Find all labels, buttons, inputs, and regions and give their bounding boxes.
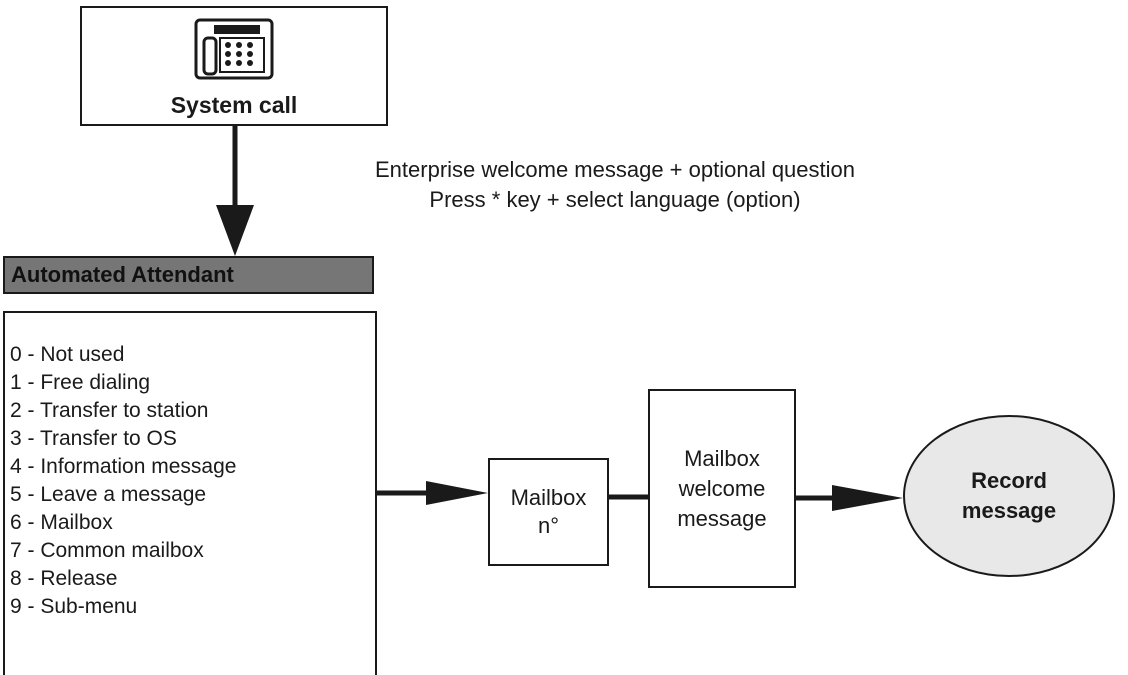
- mailbox-number-label-line: n°: [537, 513, 560, 538]
- welcome-to-record-arrowhead: [832, 485, 903, 511]
- record-message-node: Record message: [903, 415, 1115, 577]
- automated-attendant-menu-box: 0 - Not used 1 - Free dialing 2 - Transf…: [3, 311, 377, 675]
- system-call-label: System call: [170, 92, 298, 118]
- mailbox-welcome-label-line: message: [677, 505, 767, 531]
- mailbox-welcome-label-line: welcome: [678, 475, 766, 501]
- automated-attendant-options: 0 - Not used 1 - Free dialing 2 - Transf…: [10, 341, 236, 621]
- mailbox-welcome-label-line: Mailbox: [684, 445, 760, 471]
- attendant-option: 4 - Information message: [10, 455, 237, 478]
- system-call-to-attendant-arrowhead: [216, 205, 254, 256]
- attendant-to-mailbox-arrowhead: [426, 481, 488, 505]
- mailbox-number-box: Mailbox n°: [488, 458, 609, 566]
- mailbox-number-label-line: Mailbox: [510, 485, 587, 510]
- mailbox-welcome-message-box: Mailbox welcome message: [648, 389, 796, 588]
- welcome-message-line: Enterprise welcome message + optional qu…: [375, 157, 855, 182]
- record-message-label-line: message: [961, 498, 1057, 523]
- attendant-option: 1 - Free dialing: [10, 371, 151, 394]
- attendant-option: 2 - Transfer to station: [10, 399, 209, 422]
- attendant-option: 3 - Transfer to OS: [10, 427, 177, 450]
- language-selection-line: Press * key + select language (option): [429, 187, 801, 212]
- attendant-option: 9 - Sub-menu: [10, 595, 138, 618]
- attendant-option: 8 - Release: [10, 567, 118, 590]
- telephone-keypad-icon: [194, 18, 274, 80]
- attendant-option: 5 - Leave a message: [10, 483, 207, 506]
- attendant-option: 7 - Common mailbox: [10, 539, 204, 562]
- automated-attendant-header: Automated Attendant: [3, 256, 374, 294]
- attendant-option: 0 - Not used: [10, 343, 125, 366]
- welcome-message-annotation: Enterprise welcome message + optional qu…: [290, 155, 940, 215]
- attendant-option: 6 - Mailbox: [10, 511, 113, 534]
- system-call-box: System call: [80, 6, 388, 126]
- record-message-label-line: Record: [971, 468, 1047, 493]
